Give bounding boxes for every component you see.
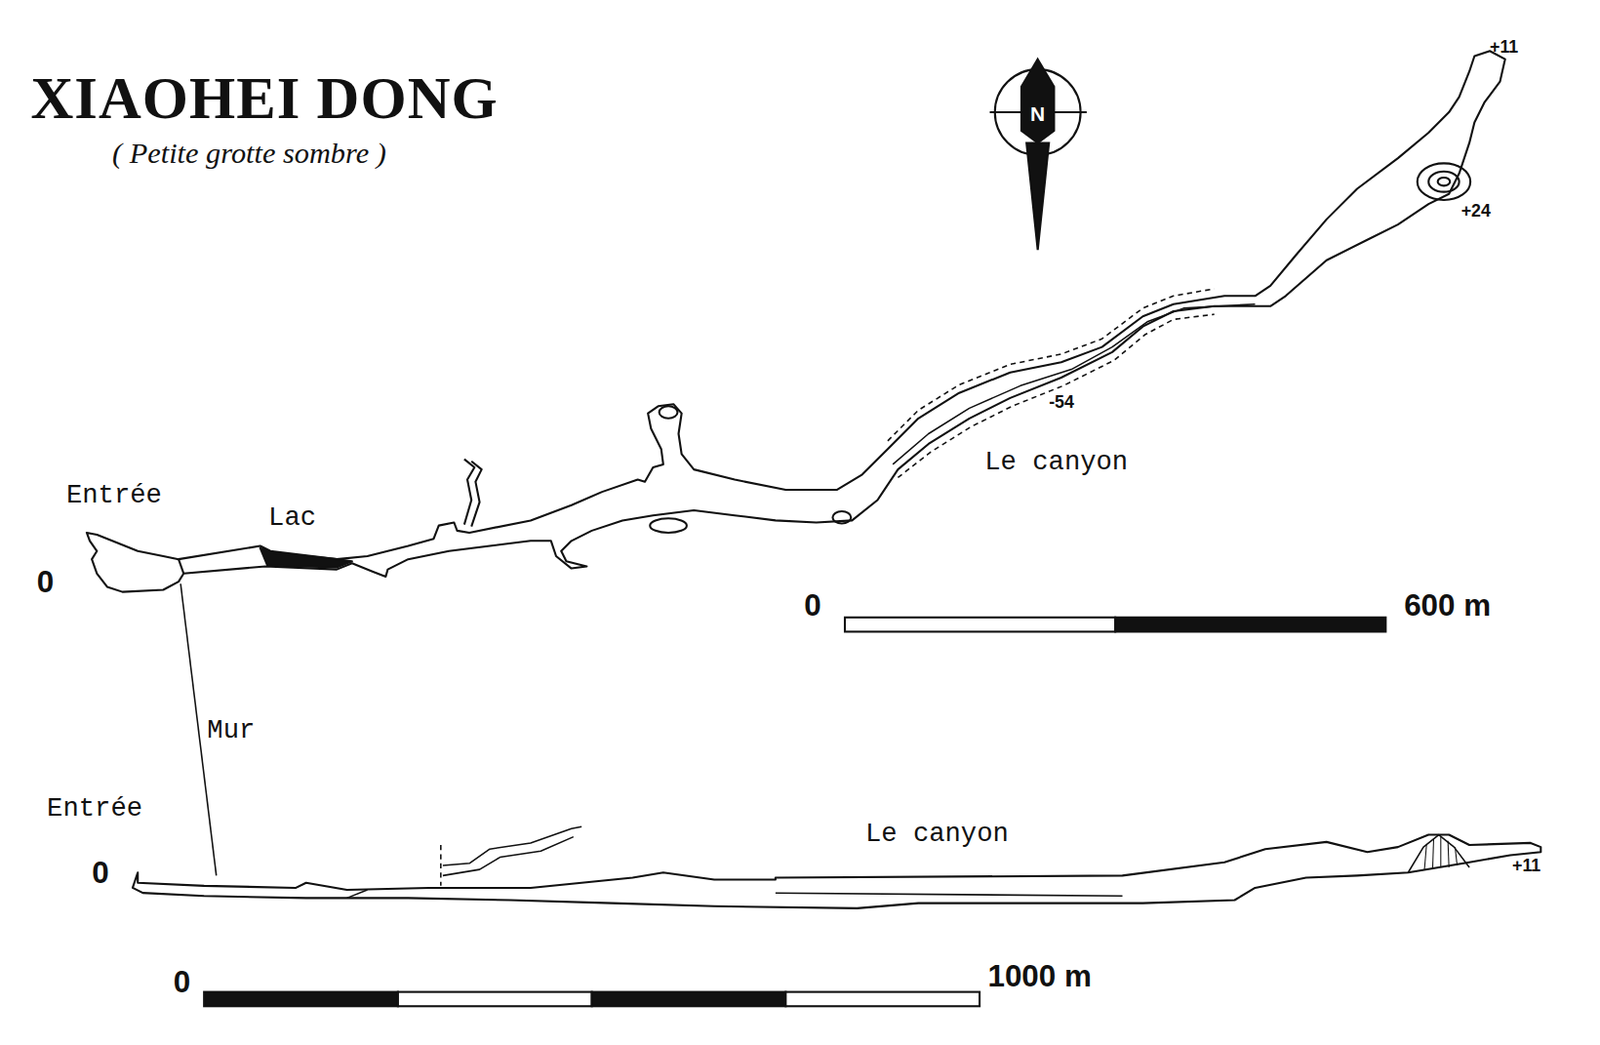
wall-label: Mur: [206, 717, 255, 744]
subtitle: ( Petite grotte sombre ): [112, 138, 387, 168]
profile-view: [132, 826, 1541, 909]
scale-segment: [203, 992, 399, 1007]
scale-segment: [785, 992, 980, 1007]
shaft-symbol: [1417, 162, 1471, 200]
upper-branch: [442, 837, 574, 877]
shaft-edge: [440, 844, 442, 886]
hatching: [1440, 837, 1441, 868]
arrow-tail: [1026, 142, 1049, 250]
chimney-formation: [1407, 835, 1470, 874]
arrow-head: [1021, 59, 1054, 144]
shaft-symbol: [1438, 177, 1451, 186]
canyon-channel: [892, 304, 1255, 465]
wall-line: [178, 559, 184, 574]
lake-label: Lac: [268, 504, 317, 531]
pit-symbol: [659, 405, 679, 419]
lake: [260, 548, 353, 568]
scale-number: 600 m: [1403, 590, 1491, 621]
profile-scale-bar: [203, 992, 980, 1007]
north-letter: N: [1030, 104, 1045, 125]
altitude-mark: +24: [1461, 201, 1491, 220]
hatching: [1432, 839, 1434, 870]
altitude-mark: -54: [1048, 394, 1075, 412]
scale-segment: [592, 992, 787, 1007]
hatching: [1424, 844, 1427, 870]
scale-segment: [1115, 617, 1386, 633]
cave-passage-profile: [132, 835, 1541, 909]
passage-floor: [347, 889, 368, 898]
entrance-label: Entrée: [66, 481, 162, 509]
scale-number: 0: [803, 590, 821, 621]
map-title: XIAOHEI DONG: [30, 69, 498, 129]
hatching: [1454, 846, 1457, 866]
side-passage: [471, 461, 481, 527]
passage-name: Le canyon: [865, 820, 1009, 847]
scale-segment: [844, 617, 1116, 633]
entrance-label: Entrée: [46, 795, 143, 822]
compass-cross: [990, 111, 1022, 114]
altitude-mark: +11: [1489, 39, 1519, 57]
altitude-mark: +11: [1512, 857, 1541, 876]
canyon-edge: [887, 288, 1215, 441]
scale-number: 1000 m: [987, 960, 1091, 992]
hatching: [1447, 840, 1449, 868]
passage-name: Le canyon: [984, 448, 1128, 476]
side-passage: [464, 459, 475, 525]
passage-floor: [775, 892, 1123, 896]
compass-cross: [1053, 111, 1086, 114]
scale-segment: [398, 992, 593, 1007]
canyon-edge: [897, 314, 1214, 478]
north-arrow: [990, 59, 1087, 251]
pit-symbol: [649, 518, 687, 533]
plan-scale-bar: [844, 617, 1386, 633]
pit-symbol: [832, 511, 851, 524]
datum-zero: 0: [91, 857, 109, 888]
cave-passage-plan: [86, 50, 1506, 592]
datum-zero: 0: [37, 565, 54, 597]
plan-view: [86, 50, 1506, 876]
upper-branch: [442, 826, 582, 866]
scale-number: 0: [173, 965, 191, 997]
shaft-symbol: [1428, 171, 1459, 193]
